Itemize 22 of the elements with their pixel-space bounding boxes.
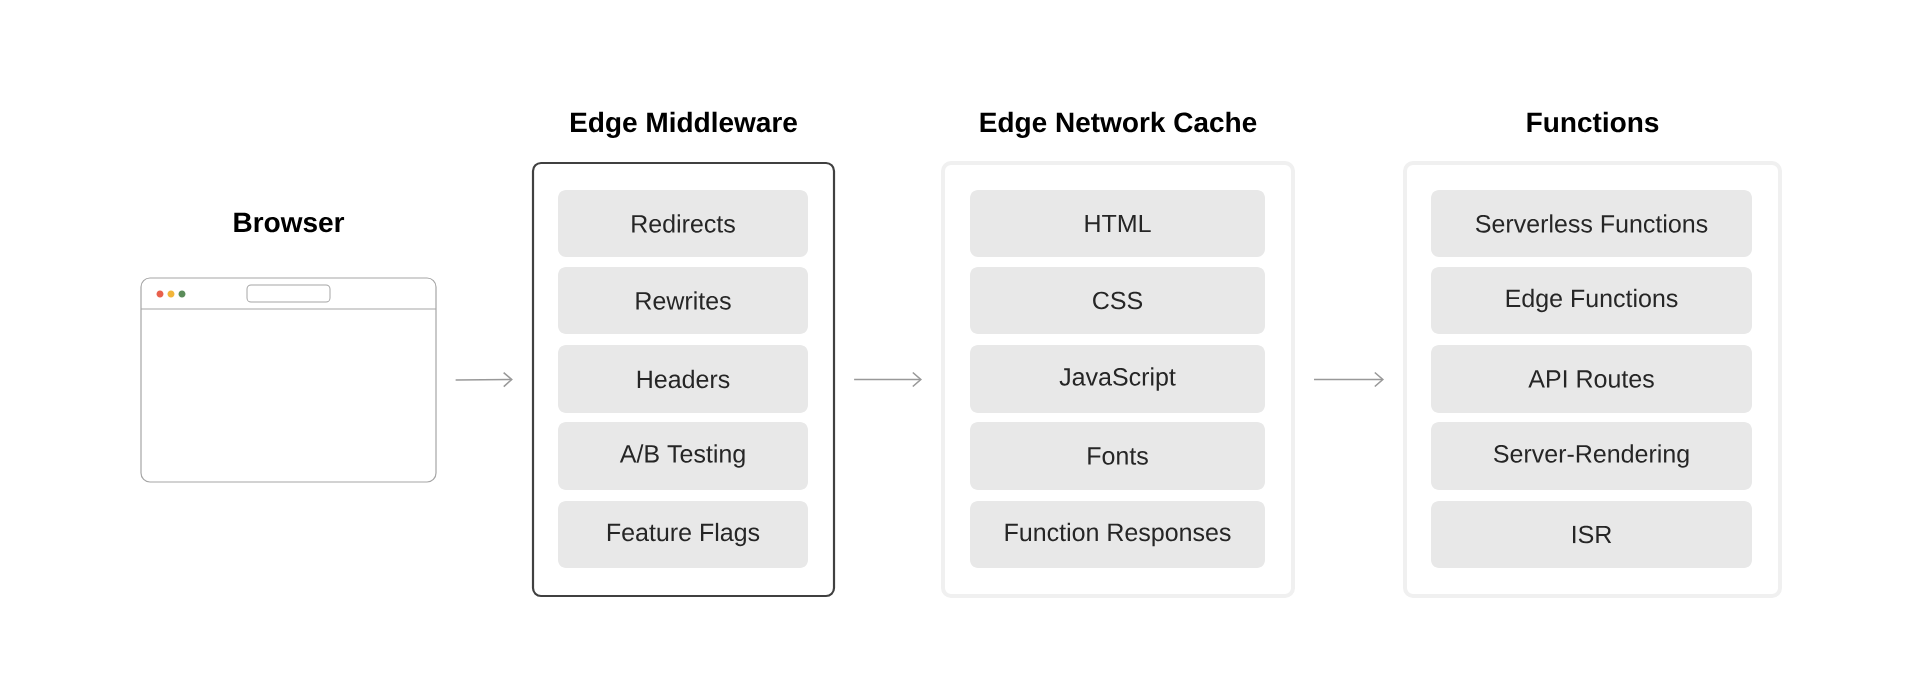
item-box: Redirects (558, 190, 808, 257)
arrow (454, 371, 513, 388)
arrow (1313, 371, 1384, 388)
item-box: Edge Functions (1431, 267, 1752, 334)
item-box: HTML (970, 190, 1265, 257)
panel-heading: Edge Middleware (571, 111, 797, 138)
item-box: Serverless Functions (1431, 190, 1752, 257)
item-box: Server-Rendering (1431, 422, 1752, 490)
item-box: Function Responses (970, 501, 1265, 568)
item-box: API Routes (1431, 345, 1752, 413)
panel-heading: Edge Network Cache (980, 111, 1257, 138)
item-box: Fonts (970, 422, 1265, 490)
item-box: Rewrites (558, 267, 808, 334)
item-box: Headers (558, 345, 808, 413)
item-box: Feature Flags (558, 501, 808, 568)
panel-heading: Functions (1527, 111, 1659, 133)
item-box: CSS (970, 267, 1265, 334)
item-box: ISR (1431, 501, 1752, 568)
arrow (853, 371, 922, 388)
item-box: JavaScript (970, 345, 1265, 413)
item-box: A/B Testing (558, 422, 808, 490)
panel-heading: Browser (234, 212, 345, 233)
